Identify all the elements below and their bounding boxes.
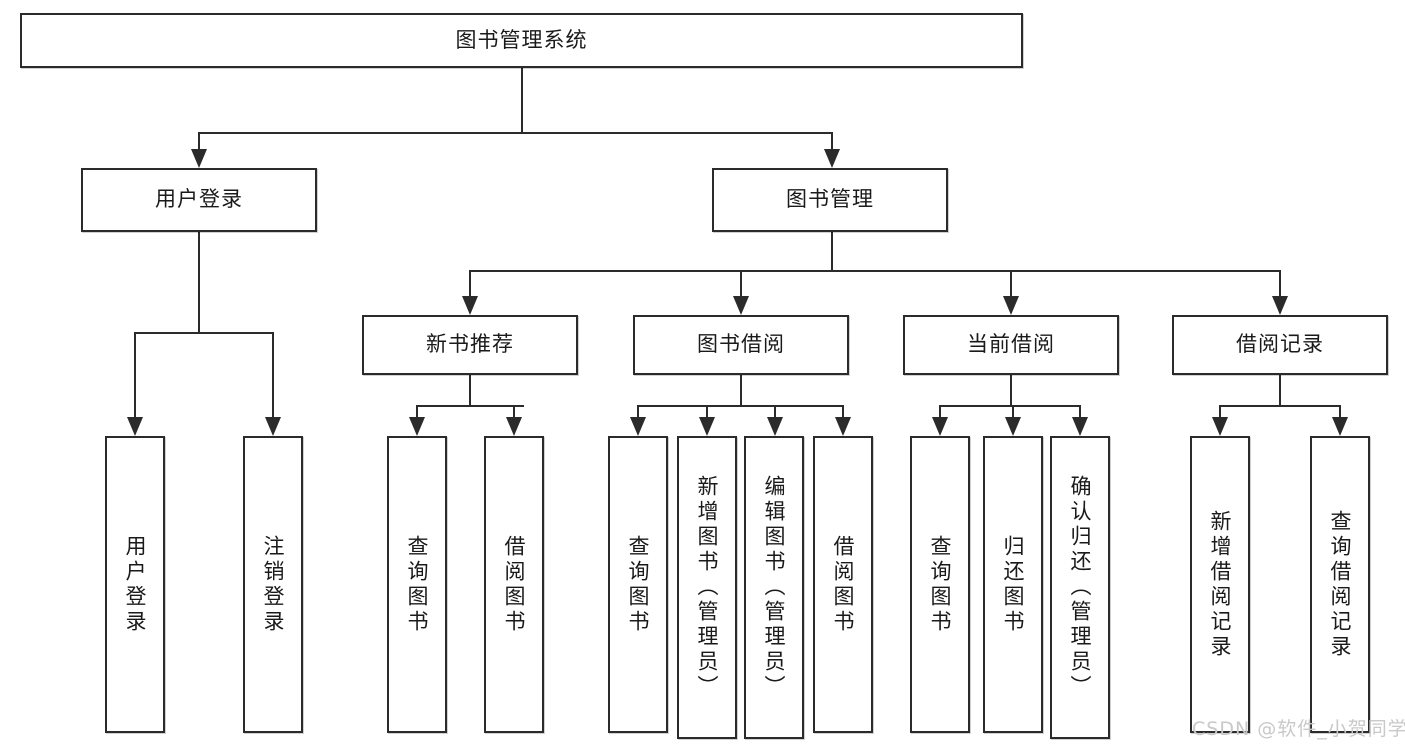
leaf-add-borrow-record[interactable]: 新增借阅记录 — [1190, 436, 1250, 733]
arrow-root-to-bookmgmt — [824, 149, 840, 168]
connector-record-stem — [1279, 375, 1281, 406]
node-book-management-label: 图书管理 — [786, 187, 874, 212]
leaf-edit-book-admin[interactable]: 编辑图书（管理员） — [744, 436, 804, 739]
connector-borrow-l1 — [637, 405, 639, 417]
leaf-add-book-admin[interactable]: 新增图书（管理员） — [677, 436, 737, 739]
arrow-record-l2 — [1332, 417, 1348, 436]
connector-root-bus — [198, 132, 833, 134]
arrow-borrow-l2 — [699, 417, 715, 436]
node-current-borrow[interactable]: 当前借阅 — [903, 315, 1119, 375]
leaf-return-book-label: 归还图书 — [1001, 534, 1026, 635]
node-user-login[interactable]: 用户登录 — [81, 168, 317, 232]
leaf-query-book-borrow-label: 查询图书 — [626, 534, 651, 635]
connector-login-bus — [134, 332, 273, 334]
leaf-borrow-book-newbook[interactable]: 借阅图书 — [484, 436, 544, 733]
node-new-book-recommend[interactable]: 新书推荐 — [362, 315, 578, 375]
connector-login-leaf1 — [134, 332, 136, 417]
arrow-current-l1 — [932, 417, 948, 436]
connector-current-l1 — [939, 405, 941, 417]
arrow-borrow-l1 — [630, 417, 646, 436]
leaf-confirm-return-admin-label: 确认归还（管理员） — [1068, 475, 1093, 700]
leaf-borrow-book-newbook-label: 借阅图书 — [502, 534, 527, 635]
leaf-query-book-current[interactable]: 查询图书 — [910, 436, 970, 733]
arrow-borrow-l4 — [835, 417, 851, 436]
arrow-bookmgmt-c4 — [1272, 296, 1288, 315]
connector-login-stem — [198, 232, 200, 333]
leaf-borrow-book[interactable]: 借阅图书 — [813, 436, 873, 733]
connector-bookmgmt-stem — [831, 232, 833, 271]
connector-newbook-stem — [469, 375, 471, 406]
node-book-management[interactable]: 图书管理 — [712, 168, 948, 232]
node-book-borrow[interactable]: 图书借阅 — [633, 315, 849, 375]
leaf-query-book-newbook[interactable]: 查询图书 — [387, 436, 447, 733]
node-root-label: 图书管理系统 — [455, 27, 588, 52]
node-new-book-recommend-label: 新书推荐 — [426, 332, 514, 357]
connector-current-l3 — [1079, 405, 1081, 417]
connector-bookmgmt-c3 — [1010, 270, 1012, 296]
connector-newbook-bus — [416, 405, 524, 407]
leaf-add-book-admin-label: 新增图书（管理员） — [695, 475, 720, 700]
connector-login-leaf2 — [272, 332, 274, 417]
arrow-root-to-login — [191, 149, 207, 168]
arrow-current-l3 — [1072, 417, 1088, 436]
node-root[interactable]: 图书管理系统 — [20, 13, 1023, 68]
arrow-login-leaf2 — [265, 417, 281, 436]
connector-current-bus — [939, 405, 1081, 407]
arrow-bookmgmt-c2 — [733, 296, 749, 315]
arrow-record-l1 — [1212, 417, 1228, 436]
arrow-current-l2 — [1005, 417, 1021, 436]
connector-bookmgmt-c1 — [469, 270, 471, 296]
leaf-user-login[interactable]: 用户登录 — [105, 436, 165, 733]
connector-newbook-l1 — [416, 405, 418, 417]
leaf-confirm-return-admin[interactable]: 确认归还（管理员） — [1050, 436, 1110, 739]
connector-root-to-bookmgmt — [831, 132, 833, 149]
connector-bookmgmt-c2 — [740, 270, 742, 296]
connector-borrow-l2 — [706, 405, 708, 417]
leaf-query-borrow-record[interactable]: 查询借阅记录 — [1310, 436, 1370, 733]
leaf-logout[interactable]: 注销登录 — [243, 436, 303, 733]
connector-newbook-l2 — [513, 405, 515, 417]
connector-root-stem — [521, 68, 523, 133]
connector-borrow-l4 — [842, 405, 844, 417]
arrow-borrow-l3 — [767, 417, 783, 436]
connector-borrow-stem — [740, 375, 742, 406]
connector-record-l1 — [1219, 405, 1221, 417]
leaf-add-borrow-record-label: 新增借阅记录 — [1208, 509, 1233, 660]
arrow-newbook-l1 — [409, 417, 425, 436]
arrow-login-leaf1 — [127, 417, 143, 436]
arrow-newbook-l2 — [506, 417, 522, 436]
connector-root-to-login — [198, 132, 200, 149]
node-borrow-record[interactable]: 借阅记录 — [1172, 315, 1388, 375]
connector-record-bus — [1219, 405, 1340, 407]
arrow-bookmgmt-c3 — [1003, 296, 1019, 315]
leaf-query-book-newbook-label: 查询图书 — [405, 534, 430, 635]
leaf-query-book-borrow[interactable]: 查询图书 — [608, 436, 668, 733]
arrow-bookmgmt-c1 — [462, 296, 478, 315]
node-borrow-record-label: 借阅记录 — [1236, 332, 1324, 357]
leaf-borrow-book-label: 借阅图书 — [831, 534, 856, 635]
connector-borrow-l3 — [774, 405, 776, 417]
node-book-borrow-label: 图书借阅 — [697, 332, 785, 357]
leaf-query-borrow-record-label: 查询借阅记录 — [1328, 509, 1353, 660]
leaf-edit-book-admin-label: 编辑图书（管理员） — [762, 475, 787, 700]
node-user-login-label: 用户登录 — [155, 187, 243, 212]
leaf-return-book[interactable]: 归还图书 — [983, 436, 1043, 733]
leaf-query-book-current-label: 查询图书 — [928, 534, 953, 635]
connector-bookmgmt-c4 — [1279, 270, 1281, 296]
connector-borrow-bus — [637, 405, 843, 407]
leaf-logout-label: 注销登录 — [261, 534, 286, 635]
connector-current-stem — [1010, 375, 1012, 406]
connector-record-l2 — [1339, 405, 1341, 417]
connector-bookmgmt-bus — [469, 270, 1279, 272]
connector-current-l2 — [1012, 405, 1014, 417]
node-current-borrow-label: 当前借阅 — [967, 332, 1055, 357]
leaf-user-login-label: 用户登录 — [123, 534, 148, 635]
